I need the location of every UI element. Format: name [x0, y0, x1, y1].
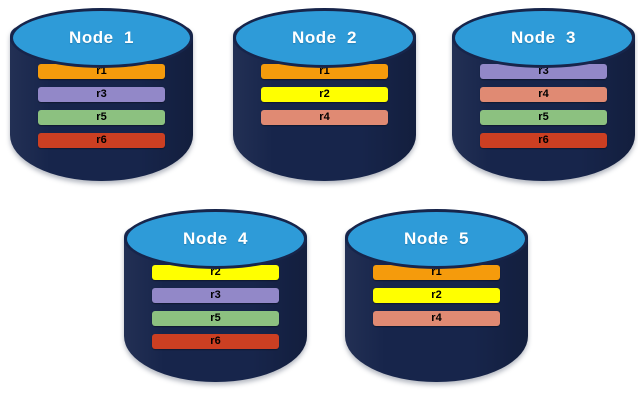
- replica-label: r5: [210, 312, 221, 324]
- replica-bar[interactable]: r6: [152, 334, 279, 349]
- replica-bar[interactable]: r5: [152, 311, 279, 326]
- replica-bar[interactable]: r3: [38, 87, 165, 102]
- replica-label: r6: [538, 134, 549, 146]
- cylinder-top-ellipse: [452, 8, 635, 68]
- replica-bar[interactable]: r3: [152, 288, 279, 303]
- replica-label: r2: [210, 266, 221, 278]
- replica-label: r6: [210, 335, 221, 347]
- cylinder-top-ellipse: [345, 209, 528, 269]
- replica-bar[interactable]: r1: [38, 64, 165, 79]
- node-title: Node 1: [69, 28, 134, 47]
- replica-list: r3 r4 r5 r6: [480, 64, 607, 156]
- replica-label: r3: [96, 88, 107, 100]
- database-node-1[interactable]: r1 r3 r5 r6 Node 1: [10, 8, 193, 190]
- replica-label: r2: [431, 289, 442, 301]
- node-title: Node 4: [183, 229, 248, 248]
- database-node-2[interactable]: r1 r2 r4 Node 2: [233, 8, 416, 190]
- replica-label: r1: [319, 65, 330, 77]
- cylinder-top-ellipse: [233, 8, 416, 68]
- replica-label: r4: [538, 88, 549, 100]
- replica-bar[interactable]: r4: [373, 311, 500, 326]
- replica-label: r3: [538, 65, 549, 77]
- node-title: Node 3: [511, 28, 576, 47]
- replica-bar[interactable]: r2: [261, 87, 388, 102]
- replica-label: r3: [210, 289, 221, 301]
- node-title: Node 2: [292, 28, 357, 47]
- replica-bar[interactable]: r2: [373, 288, 500, 303]
- database-node-3[interactable]: r3 r4 r5 r6 Node 3: [452, 8, 635, 190]
- replica-label: r4: [319, 111, 330, 123]
- replica-list: r1 r3 r5 r6: [38, 64, 165, 156]
- cylinder-top-ellipse: [124, 209, 307, 269]
- replica-bar[interactable]: r3: [480, 64, 607, 79]
- node-title: Node 5: [404, 229, 469, 248]
- replica-bar[interactable]: r4: [261, 110, 388, 125]
- replica-bar[interactable]: r5: [480, 110, 607, 125]
- replica-bar[interactable]: r4: [480, 87, 607, 102]
- cylinder-top-ellipse: [10, 8, 193, 68]
- database-node-4[interactable]: r2 r3 r5 r6 Node 4: [124, 209, 307, 391]
- replica-bar[interactable]: r2: [152, 265, 279, 280]
- replica-label: r4: [431, 312, 442, 324]
- replica-bar[interactable]: r6: [480, 133, 607, 148]
- replica-label: r6: [96, 134, 107, 146]
- replica-list: r1 r2 r4: [261, 64, 388, 133]
- replica-list: r1 r2 r4: [373, 265, 500, 334]
- replica-bar[interactable]: r1: [261, 64, 388, 79]
- replica-label: r5: [538, 111, 549, 123]
- replica-bar[interactable]: r5: [38, 110, 165, 125]
- replica-label: r2: [319, 88, 330, 100]
- replica-list: r2 r3 r5 r6: [152, 265, 279, 357]
- replica-label: r1: [96, 65, 107, 77]
- database-node-5[interactable]: r1 r2 r4 Node 5: [345, 209, 528, 391]
- replica-label: r5: [96, 111, 107, 123]
- replica-bar[interactable]: r1: [373, 265, 500, 280]
- replica-bar[interactable]: r6: [38, 133, 165, 148]
- replica-label: r1: [431, 266, 442, 278]
